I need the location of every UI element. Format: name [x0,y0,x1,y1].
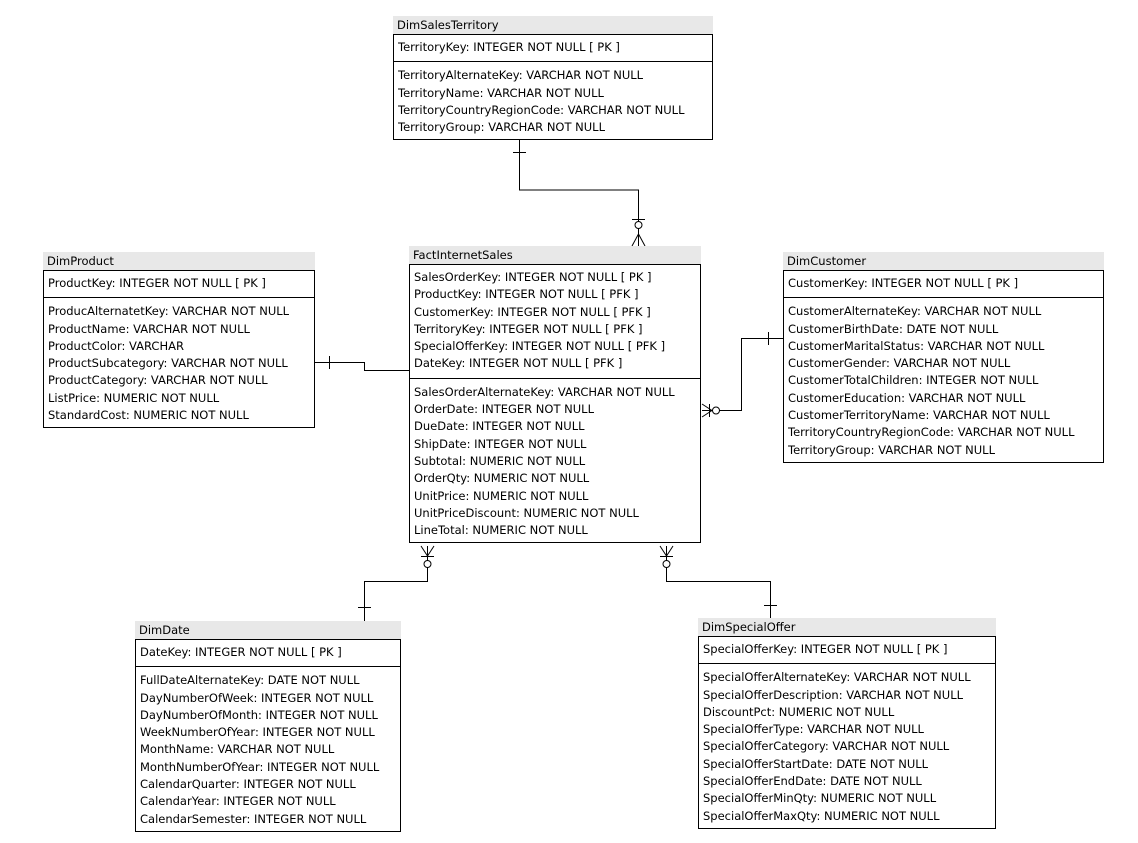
attribute: ProductSubcategory: VARCHAR NOT NULL [48,356,288,371]
attribute: TerritoryAlternateKey: VARCHAR NOT NULL [398,68,644,83]
attribute: SpecialOfferMinQty: NUMERIC NOT NULL [703,791,937,806]
attribute: DueDate: INTEGER NOT NULL [414,419,585,434]
entity-dimspecialoffer[interactable]: DimSpecialOffer SpecialOfferKey: INTEGER… [698,618,996,829]
entity-box: SpecialOfferKey: INTEGER NOT NULL [ PK ]… [698,636,996,829]
attribute: CustomerTotalChildren: INTEGER NOT NULL [788,373,1039,388]
attribute: ShipDate: INTEGER NOT NULL [414,436,587,451]
key-section: ProductKey: INTEGER NOT NULL [ PK ] [44,271,314,299]
attribute: ProducAlternatetKey: VARCHAR NOT NULL [48,304,290,319]
relationship-specialoffer-fact [659,545,777,618]
relationship-territory-fact [513,138,646,247]
entity-box: DateKey: INTEGER NOT NULL [ PK ] FullDat… [135,639,401,832]
attribute: SpecialOfferType: VARCHAR NOT NULL [703,722,924,737]
attribute: UnitPrice: NUMERIC NOT NULL [414,488,589,503]
attribute: CalendarYear: INTEGER NOT NULL [140,794,336,809]
attribute: SpecialOfferStartDate: DATE NOT NULL [703,756,929,771]
attribute: MonthName: VARCHAR NOT NULL [140,742,335,757]
attribute-section: ProducAlternatetKey: VARCHAR NOT NULL Pr… [44,298,314,427]
entity-dimcustomer[interactable]: DimCustomer CustomerKey: INTEGER NOT NUL… [783,252,1104,463]
attribute: CalendarQuarter: INTEGER NOT NULL [140,777,356,792]
attribute: OrderQty: NUMERIC NOT NULL [414,471,590,486]
key-attribute: DateKey: INTEGER NOT NULL [ PK ] [140,645,342,659]
entity-title: DimSalesTerritory [393,16,713,34]
attribute: CustomerTerritoryName: VARCHAR NOT NULL [788,408,1050,423]
key-attribute: TerritoryKey: INTEGER NOT NULL [ PFK ] [414,321,643,336]
entity-box: ProductKey: INTEGER NOT NULL [ PK ] Prod… [43,270,315,429]
attribute-section: CustomerAlternateKey: VARCHAR NOT NULL C… [784,298,1103,462]
attribute: SalesOrderAlternateKey: VARCHAR NOT NULL [414,384,675,399]
attribute-section: FullDateAlternateKey: DATE NOT NULL DayN… [136,667,400,831]
key-section: SalesOrderKey: INTEGER NOT NULL [ PK ] P… [410,265,700,379]
attribute: FullDateAlternateKey: DATE NOT NULL [140,673,360,688]
entity-box: CustomerKey: INTEGER NOT NULL [ PK ] Cus… [783,270,1104,463]
attribute: StandardCost: NUMERIC NOT NULL [48,408,249,423]
attribute: UnitPriceDiscount: NUMERIC NOT NULL [414,505,639,520]
key-section: SpecialOfferKey: INTEGER NOT NULL [ PK ] [699,637,995,665]
key-attribute: CustomerKey: INTEGER NOT NULL [ PK ] [788,276,1019,290]
attribute: SpecialOfferMaxQty: NUMERIC NOT NULL [703,808,940,823]
attribute: TerritoryCountryRegionCode: VARCHAR NOT … [788,425,1075,440]
attribute: ProductColor: VARCHAR [48,338,184,353]
entity-title: DimProduct [43,252,315,270]
attribute: DayNumberOfMonth: INTEGER NOT NULL [140,707,378,722]
attribute-section: SpecialOfferAlternateKey: VARCHAR NOT NU… [699,664,995,828]
key-section: DateKey: INTEGER NOT NULL [ PK ] [136,640,400,668]
key-section: TerritoryKey: INTEGER NOT NULL [ PK ] [394,35,712,63]
entity-dimproduct[interactable]: DimProduct ProductKey: INTEGER NOT NULL … [43,252,315,429]
attribute: TerritoryCountryRegionCode: VARCHAR NOT … [398,102,685,117]
key-attribute: SalesOrderKey: INTEGER NOT NULL [ PK ] [414,270,652,284]
entity-title: DimSpecialOffer [698,618,996,636]
key-section: CustomerKey: INTEGER NOT NULL [ PK ] [784,271,1103,299]
entity-title: DimCustomer [783,252,1104,270]
relationship-customer-fact [701,332,783,418]
attribute: TerritoryGroup: VARCHAR NOT NULL [788,442,995,457]
attribute: DayNumberOfWeek: INTEGER NOT NULL [140,690,374,705]
key-attribute: ProductKey: INTEGER NOT NULL [ PFK ] [414,287,639,302]
key-attribute: SpecialOfferKey: INTEGER NOT NULL [ PK ] [703,642,948,656]
attribute: MonthNumberOfYear: INTEGER NOT NULL [140,759,380,774]
attribute: ProductCategory: VARCHAR NOT NULL [48,373,268,388]
attribute: LineTotal: NUMERIC NOT NULL [414,523,588,538]
attribute: DiscountPct: NUMERIC NOT NULL [703,704,895,719]
key-attribute: TerritoryKey: INTEGER NOT NULL [ PK ] [398,40,620,54]
attribute: SpecialOfferDescription: VARCHAR NOT NUL… [703,687,964,702]
entity-dimdate[interactable]: DimDate DateKey: INTEGER NOT NULL [ PK ]… [135,621,401,832]
entity-box: SalesOrderKey: INTEGER NOT NULL [ PK ] P… [409,264,701,544]
entity-title: DimDate [135,621,401,639]
attribute: CustomerGender: VARCHAR NOT NULL [788,356,1011,371]
attribute: SpecialOfferCategory: VARCHAR NOT NULL [703,739,950,754]
attribute-section: TerritoryAlternateKey: VARCHAR NOT NULL … [394,62,712,139]
attribute: CustomerEducation: VARCHAR NOT NULL [788,390,1026,405]
entity-factinternetsales[interactable]: FactInternetSales SalesOrderKey: INTEGER… [409,246,701,544]
entity-dimsalesterritory[interactable]: DimSalesTerritory TerritoryKey: INTEGER … [393,16,713,141]
attribute: SpecialOfferAlternateKey: VARCHAR NOT NU… [703,670,971,685]
attribute: CustomerBirthDate: DATE NOT NULL [788,321,999,336]
attribute: SpecialOfferEndDate: DATE NOT NULL [703,774,922,789]
key-attribute: DateKey: INTEGER NOT NULL [ PFK ] [414,356,623,371]
attribute: CalendarSemester: INTEGER NOT NULL [140,811,367,826]
attribute: TerritoryGroup: VARCHAR NOT NULL [398,120,605,135]
attribute: TerritoryName: VARCHAR NOT NULL [398,85,604,100]
attribute: ProductName: VARCHAR NOT NULL [48,321,250,336]
entity-box: TerritoryKey: INTEGER NOT NULL [ PK ] Te… [393,34,713,141]
attribute: CustomerAlternateKey: VARCHAR NOT NULL [788,304,1042,319]
entity-title: FactInternetSales [409,246,701,264]
attribute: ListPrice: NUMERIC NOT NULL [48,390,220,405]
key-attribute: CustomerKey: INTEGER NOT NULL [ PFK ] [414,304,651,319]
key-attribute: SpecialOfferKey: INTEGER NOT NULL [ PFK … [414,339,666,354]
attribute: Subtotal: NUMERIC NOT NULL [414,453,586,468]
attribute: CustomerMaritalStatus: VARCHAR NOT NULL [788,338,1045,353]
relationship-date-fact [358,545,435,621]
attribute-section: SalesOrderAlternateKey: VARCHAR NOT NULL… [410,379,700,543]
attribute: OrderDate: INTEGER NOT NULL [414,402,594,417]
attribute: WeekNumberOfYear: INTEGER NOT NULL [140,725,375,740]
key-attribute: ProductKey: INTEGER NOT NULL [ PK ] [48,276,266,290]
